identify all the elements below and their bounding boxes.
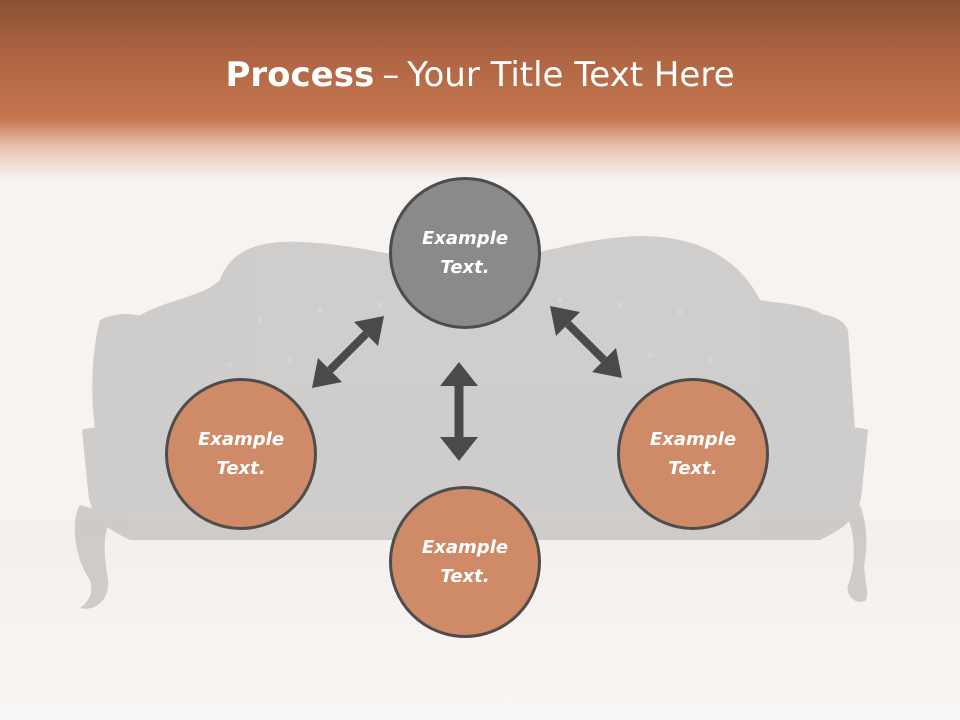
slide-title: Process–Your Title Text Here [0,50,960,100]
process-node-left-text: Example Text. [197,429,285,479]
header-band [0,0,960,180]
process-node-right-text: Example Text. [649,429,737,479]
title-bold: Process [225,55,375,95]
process-node-left[interactable]: Example Text. [165,378,317,530]
process-node-top[interactable]: Example Text. [389,177,541,329]
double-arrow-top-right-icon [550,306,622,378]
double-arrow-top-left-icon [312,316,384,388]
process-node-bottom-text: Example Text. [421,537,509,587]
process-node-top-text: Example Text. [421,228,509,278]
title-separator: – [382,55,400,95]
process-node-right[interactable]: Example Text. [617,378,769,530]
process-node-bottom[interactable]: Example Text. [389,486,541,638]
double-arrow-vertical-icon [440,362,478,461]
title-rest: Your Title Text Here [407,55,735,95]
